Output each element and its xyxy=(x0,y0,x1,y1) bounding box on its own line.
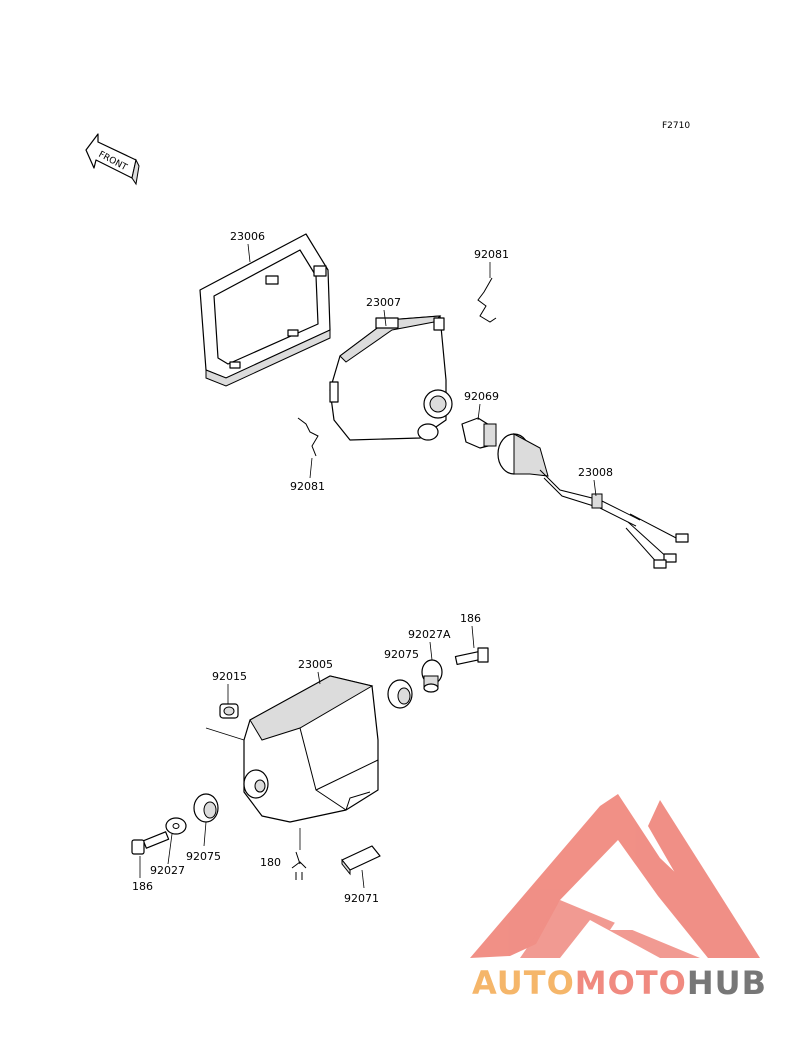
label-23008: 23008 xyxy=(578,466,613,479)
brand-name: AUTOMOTOHUB xyxy=(472,964,767,1002)
spring-clip-bottom xyxy=(297,417,319,457)
headlight-rim-frame xyxy=(199,233,331,387)
front-arrow-icon: FRONT xyxy=(85,133,140,186)
label-23005: 23005 xyxy=(298,658,333,671)
label-92015: 92015 xyxy=(212,670,247,683)
label-180: 180 xyxy=(260,856,281,869)
label-23006: 23006 xyxy=(230,230,265,243)
label-92071: 92071 xyxy=(344,892,379,905)
label-186-top: 186 xyxy=(460,612,481,625)
brand-part-auto: AUTO xyxy=(472,964,575,1002)
collar-92027A xyxy=(421,659,443,693)
spring-clip-top xyxy=(477,277,497,323)
nut-92015 xyxy=(219,703,239,719)
figure-code: F2710 xyxy=(662,121,690,131)
label-92075-top: 92075 xyxy=(384,648,419,661)
label-92081-top: 92081 xyxy=(474,248,509,261)
brand-part-moto: MOTO xyxy=(575,964,687,1002)
label-92069: 92069 xyxy=(464,390,499,403)
headlight-cover xyxy=(243,675,379,823)
brand-logo xyxy=(470,794,760,958)
grommet-top xyxy=(387,679,413,709)
label-23007: 23007 xyxy=(366,296,401,309)
washer-92027 xyxy=(165,817,187,835)
clamp-180 xyxy=(291,851,307,880)
bolt-bottom xyxy=(131,831,170,855)
headlight-bulb xyxy=(461,417,497,449)
label-92027A: 92027A xyxy=(408,628,451,641)
grommet-bottom xyxy=(193,793,219,823)
label-186-bottom: 186 xyxy=(132,880,153,893)
bulb-socket-harness xyxy=(497,433,689,569)
brand-triangle-mark xyxy=(470,794,700,958)
label-92075-bottom: 92075 xyxy=(186,850,221,863)
headlight-unit xyxy=(329,315,453,441)
label-92027: 92027 xyxy=(150,864,185,877)
clip-92071 xyxy=(341,845,381,876)
bolt-top xyxy=(454,647,489,666)
label-92081-bottom: 92081 xyxy=(290,480,325,493)
brand-part-hub: HUB xyxy=(687,964,767,1002)
